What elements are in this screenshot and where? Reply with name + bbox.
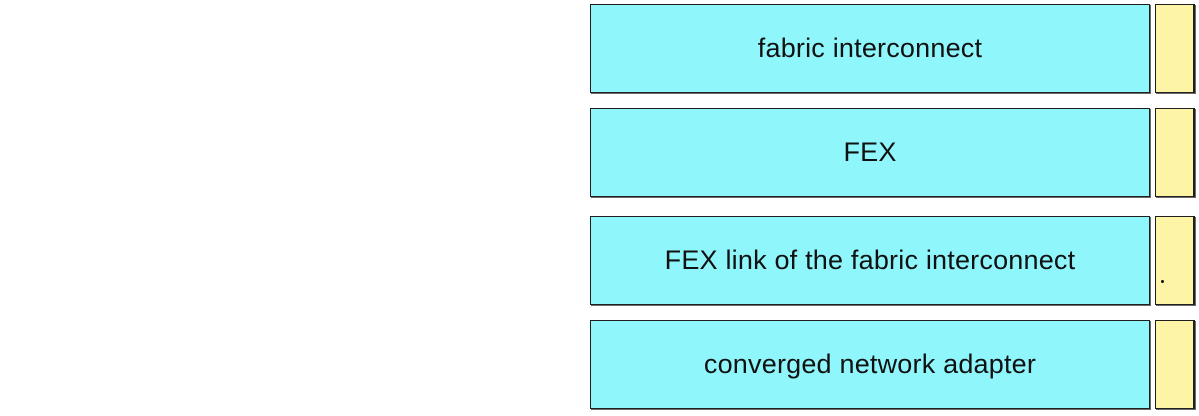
answer-slot-1[interactable] <box>1155 4 1195 93</box>
drag-item-row-3: FEX link of the fabric interconnect <box>590 216 1196 307</box>
drag-item-converged-network-adapter[interactable]: converged network adapter <box>590 320 1150 409</box>
drag-item-label: FEX link of the fabric interconnect <box>664 245 1076 275</box>
answer-slot-2[interactable] <box>1155 108 1195 197</box>
answer-slot-3[interactable] <box>1155 216 1195 305</box>
drag-item-fabric-interconnect[interactable]: fabric interconnect <box>590 4 1150 93</box>
drag-item-row-2: FEX <box>590 108 1196 199</box>
drag-item-label: fabric interconnect <box>757 33 983 63</box>
drag-item-fex-link[interactable]: FEX link of the fabric interconnect <box>590 216 1150 305</box>
drag-item-row-4: converged network adapter <box>590 320 1196 411</box>
answer-slot-4[interactable] <box>1155 320 1195 409</box>
drag-item-label: converged network adapter <box>703 349 1037 379</box>
drag-item-label: FEX <box>843 137 897 167</box>
drag-item-fex[interactable]: FEX <box>590 108 1150 197</box>
dot-mark <box>1161 280 1164 283</box>
drag-item-row-1: fabric interconnect <box>590 4 1196 95</box>
